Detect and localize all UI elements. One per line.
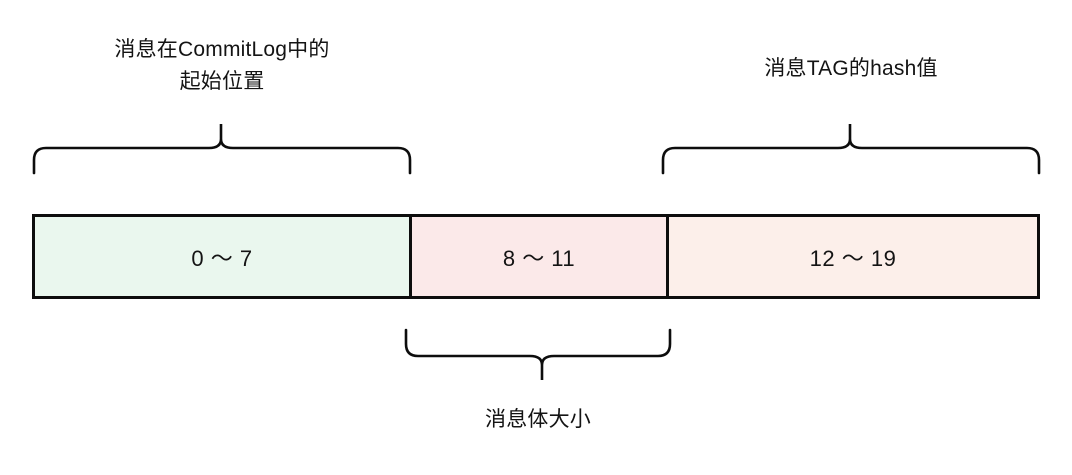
commitlog-offset-label: 消息在CommitLog中的 起始位置	[114, 38, 330, 93]
cell-tag-hash: 12 ～ 19	[669, 217, 1037, 296]
cell-commitlog-offset: 0 ～ 7	[35, 217, 412, 296]
byte-range-bar: 0 ～ 7 8 ～ 11 12 ～ 19	[32, 214, 1040, 299]
message-body-size-label: 消息体大小	[485, 408, 591, 431]
tag-hash-label: 消息TAG的hash值	[764, 57, 938, 80]
brace-tag-hash-icon	[661, 124, 1041, 175]
brace-message-body-size-icon	[404, 328, 672, 380]
brace-commitlog-offset-icon	[32, 124, 412, 175]
cell-message-body-size: 8 ～ 11	[412, 217, 669, 296]
